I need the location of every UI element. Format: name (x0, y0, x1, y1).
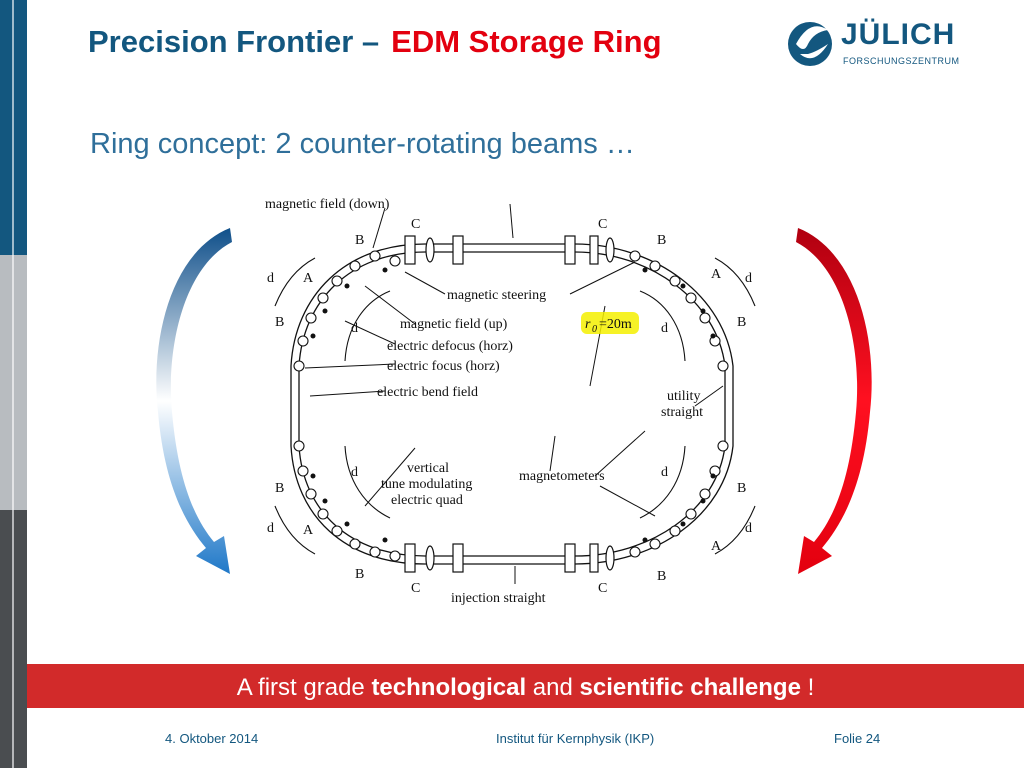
letter-b-bottom-left: B (355, 567, 364, 582)
letter-d-bottom-right: d (745, 521, 752, 536)
footer-date: 4. Oktober 2014 (165, 731, 259, 746)
label-electric-quad: electric quad (391, 493, 463, 508)
letter-c-top-left: C (411, 217, 420, 232)
letter-b-right-lower: B (737, 481, 746, 496)
inner-curve-arrows (274, 257, 756, 555)
banner-text-5: ! (800, 674, 815, 701)
letter-a-bottom-left: A (303, 523, 314, 538)
letter-b-top-left: B (355, 233, 364, 248)
juelich-logo: JÜLICH FORSCHUNGSZENTRUM (786, 14, 959, 74)
title-part-2: EDM Storage Ring (391, 24, 662, 59)
pointer-lines (304, 203, 724, 584)
letter-c-bottom-right: C (598, 581, 607, 596)
banner-text-scientific: scientific challenge (579, 674, 801, 701)
juelich-emblem-icon (788, 22, 832, 66)
label-r0-sub: 0 (592, 324, 597, 335)
edm-ring-diagram: magnetic field (down) magnetic steering … (265, 197, 756, 606)
letter-c-top-right: C (598, 217, 607, 232)
label-electric-focus: electric focus (horz) (387, 359, 500, 374)
label-vertical: vertical (407, 461, 449, 476)
banner-text-technological: technological (371, 674, 527, 701)
diagram-labels: magnetic field (down) magnetic steering … (265, 197, 703, 606)
label-r0-symbol: r (585, 317, 591, 332)
letter-b-left-upper: B (275, 315, 284, 330)
r0-highlight (581, 312, 639, 334)
letter-d-inner-left-upper: d (351, 321, 358, 336)
letter-d-bottom-left: d (267, 521, 274, 536)
letter-d-inner-right-upper: d (661, 321, 668, 336)
letter-b-top-right: B (657, 233, 666, 248)
label-tune-modulating: tune modulating (381, 477, 472, 492)
letter-b-bottom-right: B (657, 569, 666, 584)
label-magnetic-field-down: magnetic field (down) (265, 197, 390, 212)
top-straight-elements (404, 235, 615, 573)
letter-d-top-left: d (267, 271, 274, 286)
letter-d-top-right: d (745, 271, 752, 286)
footer-slide-number: Folie 24 (834, 731, 881, 746)
letter-b-left-lower: B (275, 481, 284, 496)
logo-word: JÜLICH (841, 18, 956, 51)
letter-a-top-left: A (303, 271, 314, 286)
label-utility: utility (667, 389, 700, 404)
conclusion-banner: A first grade technological and scientif… (27, 664, 1024, 708)
label-magnetic-field-up: magnetic field (up) (400, 317, 508, 332)
slide-subtitle: Ring concept: 2 counter-rotating beams … (90, 128, 635, 160)
letter-a-top-right: A (711, 267, 722, 282)
side-bar-divider (12, 0, 14, 768)
ring-letters: C C B B A A d d B B d d d d B B d d A A … (267, 217, 752, 596)
letter-d-inner-left-lower: d (351, 465, 358, 480)
letter-b-right-upper: B (737, 315, 746, 330)
title-part-1: Precision Frontier – (88, 24, 380, 59)
label-electric-defocus: electric defocus (horz) (387, 339, 513, 354)
letter-a-bottom-right: A (711, 539, 722, 554)
blue-rotation-arrow (156, 228, 232, 574)
logo-subtext: FORSCHUNGSZENTRUM (843, 56, 960, 66)
label-straight: straight (661, 405, 703, 420)
label-magnetometers: magnetometers (519, 469, 605, 484)
label-electric-bend: electric bend field (377, 385, 478, 400)
banner-text-1: A first grade (236, 674, 372, 701)
label-r0-value: =20m (599, 317, 632, 332)
footer-institute: Institut für Kernphysik (IKP) (496, 731, 655, 746)
bend-elements (293, 250, 729, 562)
banner-text-3: and (526, 674, 580, 701)
label-magnetic-steering: magnetic steering (447, 288, 546, 303)
letter-c-bottom-left: C (411, 581, 420, 596)
letter-d-inner-right-lower: d (661, 465, 668, 480)
label-injection-straight: injection straight (451, 591, 546, 606)
red-rotation-arrow (796, 228, 872, 574)
bend-dots (310, 267, 716, 543)
slide-title: Precision Frontier – EDM Storage Ring (88, 24, 662, 60)
